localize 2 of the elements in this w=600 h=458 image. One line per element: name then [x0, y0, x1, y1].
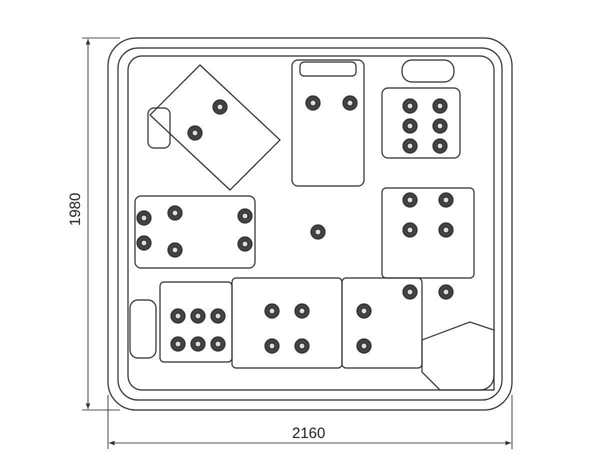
dimension-label: 1980 — [68, 192, 84, 226]
dimension-label: 2160 — [292, 426, 326, 442]
